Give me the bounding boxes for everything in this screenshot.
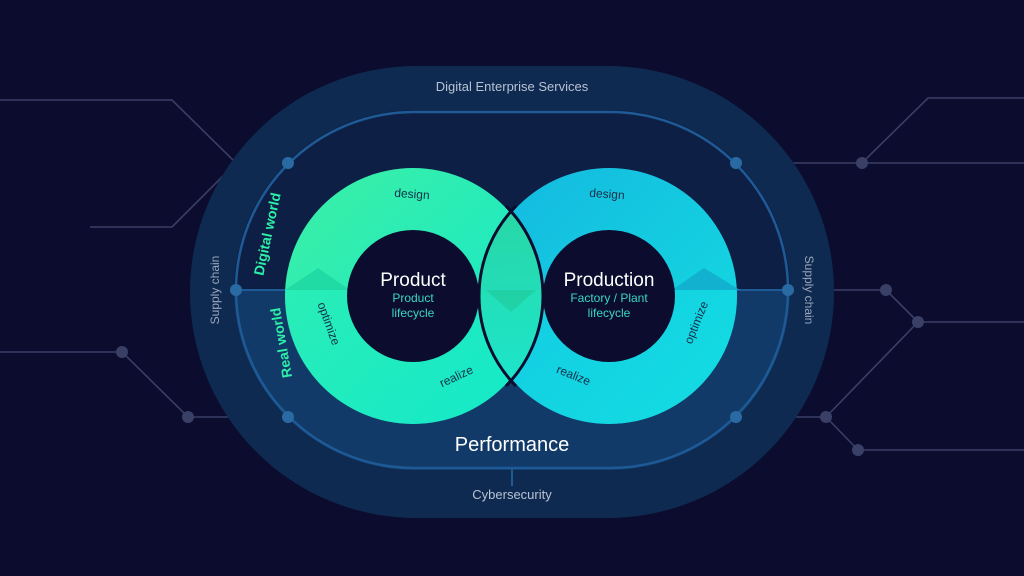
production-subtitle-1: Factory / Plant (570, 291, 648, 305)
product-subtitle-2: lifecycle (392, 306, 435, 320)
product-subtitle-1: Product (392, 291, 434, 305)
production-title: Production (564, 270, 655, 291)
outer-label: Digital Enterprise Services (436, 79, 589, 94)
product-hole (347, 230, 479, 362)
circuit-nodes (116, 157, 924, 456)
supply-chain-left: Supply chain (208, 256, 222, 325)
bottom-label: Cybersecurity (472, 487, 552, 502)
production-hole (543, 230, 675, 362)
ring-divider (477, 204, 545, 388)
production-design-label: design (589, 186, 625, 202)
product-title: Product (380, 270, 446, 291)
performance-label: Performance (455, 434, 570, 456)
product-arrow (285, 268, 350, 290)
production-arrow (672, 268, 740, 290)
track-nodes (230, 157, 794, 423)
supply-chain-right: Supply chain (802, 256, 816, 325)
product-design-label: design (394, 186, 430, 202)
production-subtitle-2: lifecycle (588, 306, 631, 320)
